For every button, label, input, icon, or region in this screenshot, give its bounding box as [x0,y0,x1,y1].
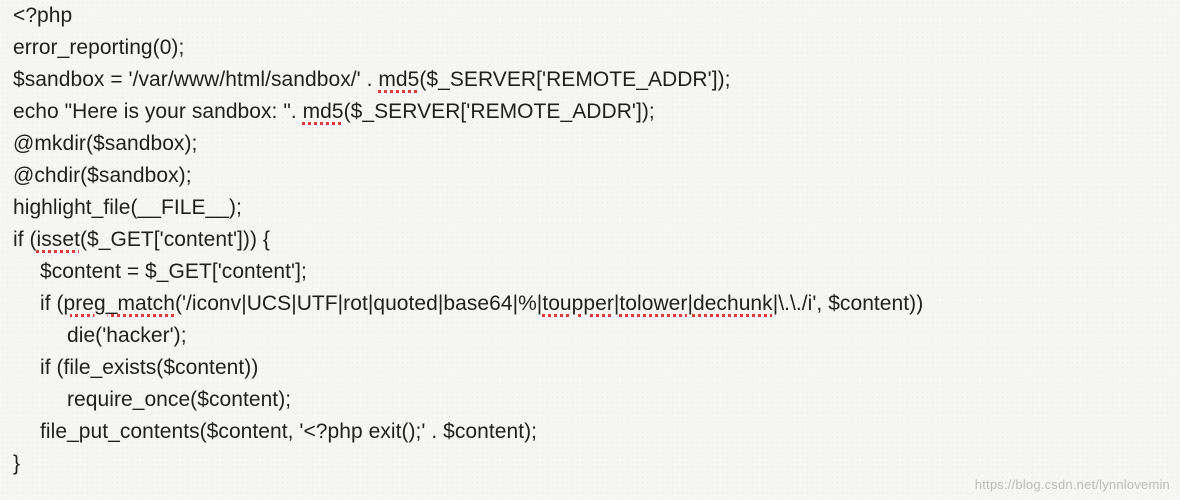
code-text: ($_SERVER['REMOTE_ADDR']); [419,68,731,91]
code-line: error_reporting(0); [13,32,1173,64]
watermark-text: https://blog.csdn.net/lynnlovemin [974,477,1170,492]
code-line: if (file_exists($content)) [13,352,1173,384]
code-text: ('/iconv|UCS|UTF|rot|quoted|base64|%| [174,292,543,315]
code-text: die('hacker'); [67,324,187,347]
code-line: <?php [13,0,1173,32]
code-line: if (preg_match('/iconv|UCS|UTF|rot|quote… [13,288,1173,320]
code-text: | [613,292,620,315]
code-text: |\.\./i', $content)) [772,292,924,315]
spellcheck-flagged-word: preg_match [63,292,175,315]
code-text: | [687,292,693,315]
spellcheck-flagged-word: tolower [619,292,688,315]
code-text: echo "Here is your sandbox: ". [13,100,303,123]
code-text: if ( [40,292,64,315]
code-text: } [13,452,21,475]
code-text: highlight_file(__FILE__); [13,196,242,219]
code-line: file_put_contents($content, '<?php exit(… [13,416,1173,448]
spellcheck-flagged-word: toupper [542,292,614,315]
code-text: ($_GET['content'])) { [79,228,270,251]
code-text: if (file_exists($content)) [40,356,259,379]
code-text: require_once($content); [67,388,292,411]
code-block: <?php error_reporting(0); $sandbox = '/var… [13,0,1173,480]
code-line: highlight_file(__FILE__); [13,192,1173,224]
code-text: if ( [13,228,37,251]
code-line: @mkdir($sandbox); [13,128,1173,160]
code-text: ($_SERVER['REMOTE_ADDR']); [343,100,655,123]
code-line: if (isset($_GET['content'])) { [13,224,1173,256]
code-text: @mkdir($sandbox); [13,132,198,155]
code-line: die('hacker'); [13,320,1173,352]
spellcheck-flagged-word: md5 [302,100,344,123]
code-text: $sandbox = '/var/www/html/sandbox/' . [13,68,379,91]
spellcheck-flagged-word: isset [36,228,80,251]
code-text: @chdir($sandbox); [13,164,192,187]
code-line: echo "Here is your sandbox: ". md5($_SER… [13,96,1173,128]
code-line: $content = $_GET['content']; [13,256,1173,288]
code-text: <?php [13,4,73,27]
code-text: $content = $_GET['content']; [40,260,307,283]
code-text: error_reporting(0); [13,36,185,59]
code-line: $sandbox = '/var/www/html/sandbox/' . md… [13,64,1173,96]
code-line: } [13,448,1173,480]
spellcheck-flagged-word: md5 [378,68,420,91]
code-line: require_once($content); [13,384,1173,416]
spellcheck-flagged-word: dechunk [692,292,773,315]
code-text: file_put_contents($content, '<?php exit(… [40,420,538,443]
code-line: @chdir($sandbox); [13,160,1173,192]
